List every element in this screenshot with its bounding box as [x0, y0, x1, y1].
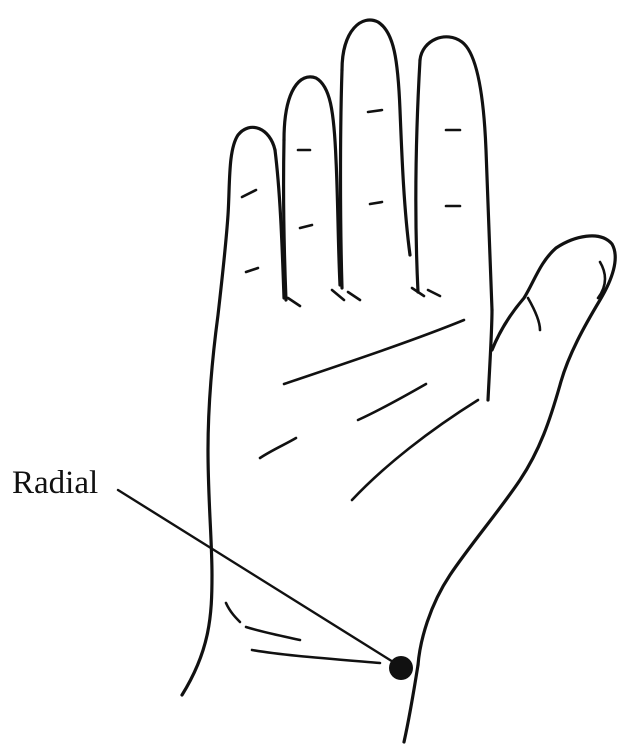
leader-line [118, 490, 398, 665]
short-line [260, 438, 296, 458]
wrist-creases [226, 603, 380, 663]
head-line [358, 384, 426, 420]
thumb-base [488, 310, 492, 400]
ring-finger-outline [284, 77, 340, 285]
hand-outline [182, 20, 615, 742]
index-finger-outline [420, 37, 492, 310]
radial-pulse-point [389, 656, 413, 680]
heart-line [284, 320, 464, 384]
radial-label: Radial [12, 465, 98, 501]
finger-creases [242, 110, 460, 306]
thumb-crease [528, 298, 540, 330]
palm-lines [260, 320, 478, 500]
ring-finger-left [284, 140, 286, 300]
middle-finger-left [341, 70, 343, 288]
index-finger-left [416, 60, 420, 292]
thumb-outline [418, 236, 615, 665]
middle-finger-outline [342, 20, 410, 255]
